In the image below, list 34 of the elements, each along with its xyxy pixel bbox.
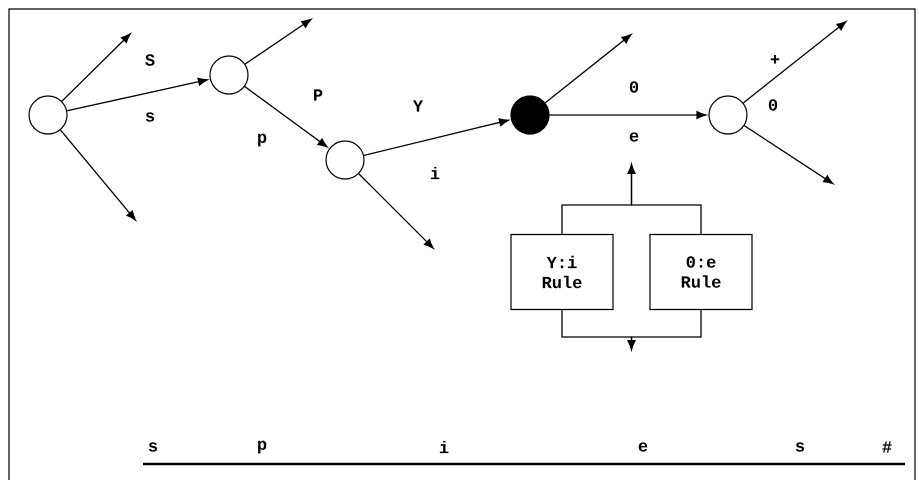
edge-label: S: [144, 53, 156, 67]
arrow: [244, 18, 312, 65]
symbol-label: i: [428, 166, 442, 180]
letter: s: [794, 441, 806, 453]
arrow: [550, 110, 706, 120]
state-circle: [510, 95, 550, 135]
symbol-label: e: [628, 131, 640, 143]
arrow: [62, 33, 131, 102]
edge-label: Y: [412, 99, 424, 113]
arrow: [67, 78, 208, 112]
letter: i: [438, 440, 450, 454]
arrow: [60, 130, 136, 221]
state-circle: [209, 55, 249, 95]
edge-label: P: [312, 88, 324, 102]
letter: s: [146, 441, 160, 453]
state-circle: [325, 140, 365, 180]
letter: p: [256, 440, 268, 454]
letter: #: [880, 440, 894, 454]
arrow: [627, 164, 702, 234]
symbol-label: s: [144, 111, 156, 123]
arrow: [744, 125, 834, 184]
edge-label: +: [768, 54, 782, 66]
state-circle: [708, 95, 748, 135]
arrow: [742, 21, 847, 104]
arrow: [358, 173, 434, 249]
arrow: [244, 86, 328, 148]
symbol-label: 0: [766, 98, 780, 112]
arrow: [364, 118, 509, 156]
arrow: [544, 34, 632, 104]
state-circle: [28, 95, 68, 135]
edge-label: 0: [628, 80, 640, 94]
symbol-label: p: [256, 132, 268, 148]
letter: e: [636, 441, 650, 453]
arrow: [627, 310, 702, 350]
